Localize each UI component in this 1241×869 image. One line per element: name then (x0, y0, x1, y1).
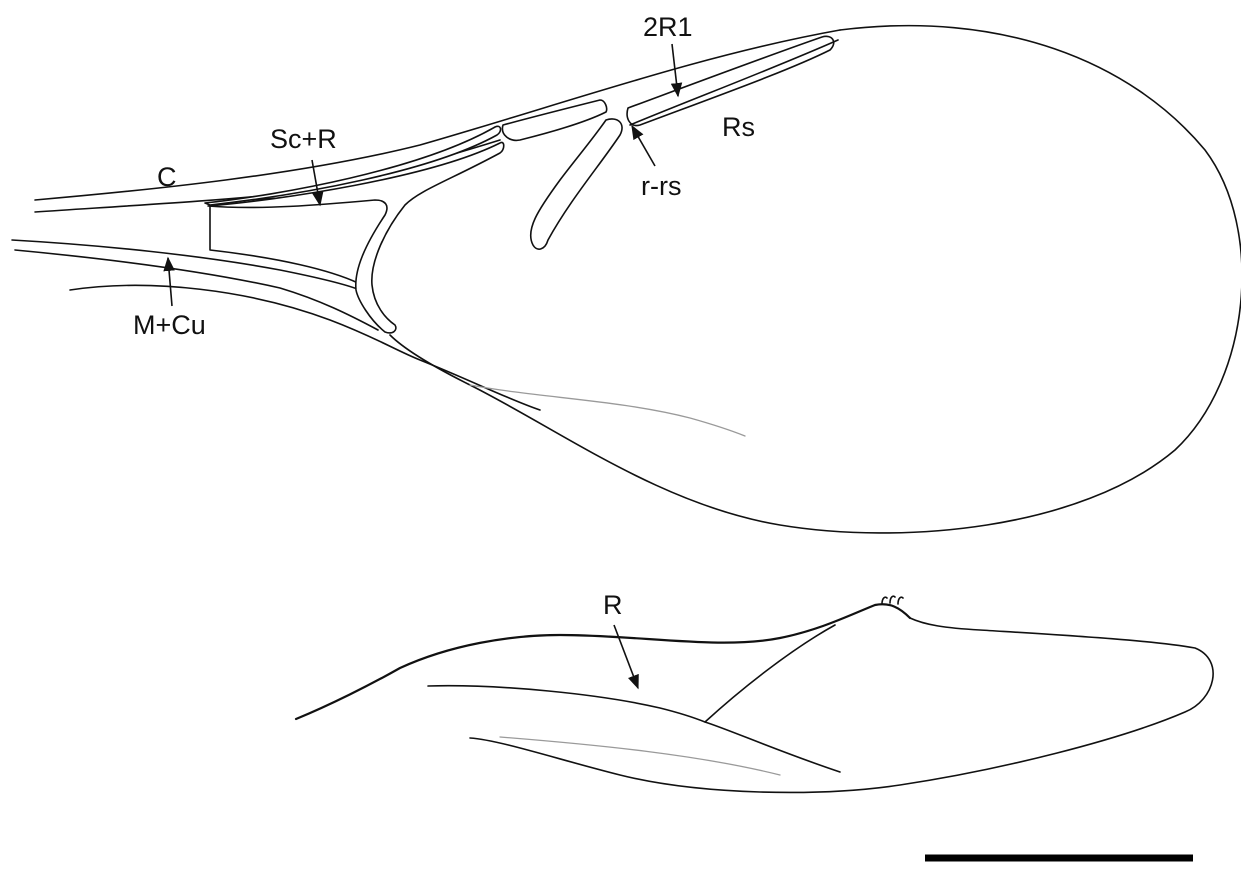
label-m-cu: M+Cu (133, 310, 206, 340)
arrow-r-rs (632, 126, 655, 166)
label-r: R (603, 590, 623, 620)
hindwing-faint-vein (500, 737, 780, 775)
forewing-blade-outline (390, 26, 1241, 533)
label-r-rs: r-rs (641, 171, 681, 201)
hindwing-outline (470, 618, 1213, 792)
forewing (12, 26, 1241, 533)
label-c: C (157, 162, 177, 192)
forewing-first-cell (502, 100, 606, 140)
hindwing-hamuli (882, 596, 903, 604)
arrow-m-cu (168, 258, 172, 306)
label-rs: Rs (722, 112, 755, 142)
forewing-faint-vein (470, 385, 745, 436)
forewing-median-cell (531, 119, 622, 249)
hindwing-r-vein (428, 686, 840, 772)
label-2r1: 2R1 (643, 12, 693, 42)
label-sc-r: Sc+R (270, 124, 337, 154)
forewing-posterior-margin (70, 285, 540, 410)
arrow-r (614, 625, 638, 688)
hindwing (296, 596, 1213, 792)
hindwing-anterior-margin (296, 604, 910, 719)
